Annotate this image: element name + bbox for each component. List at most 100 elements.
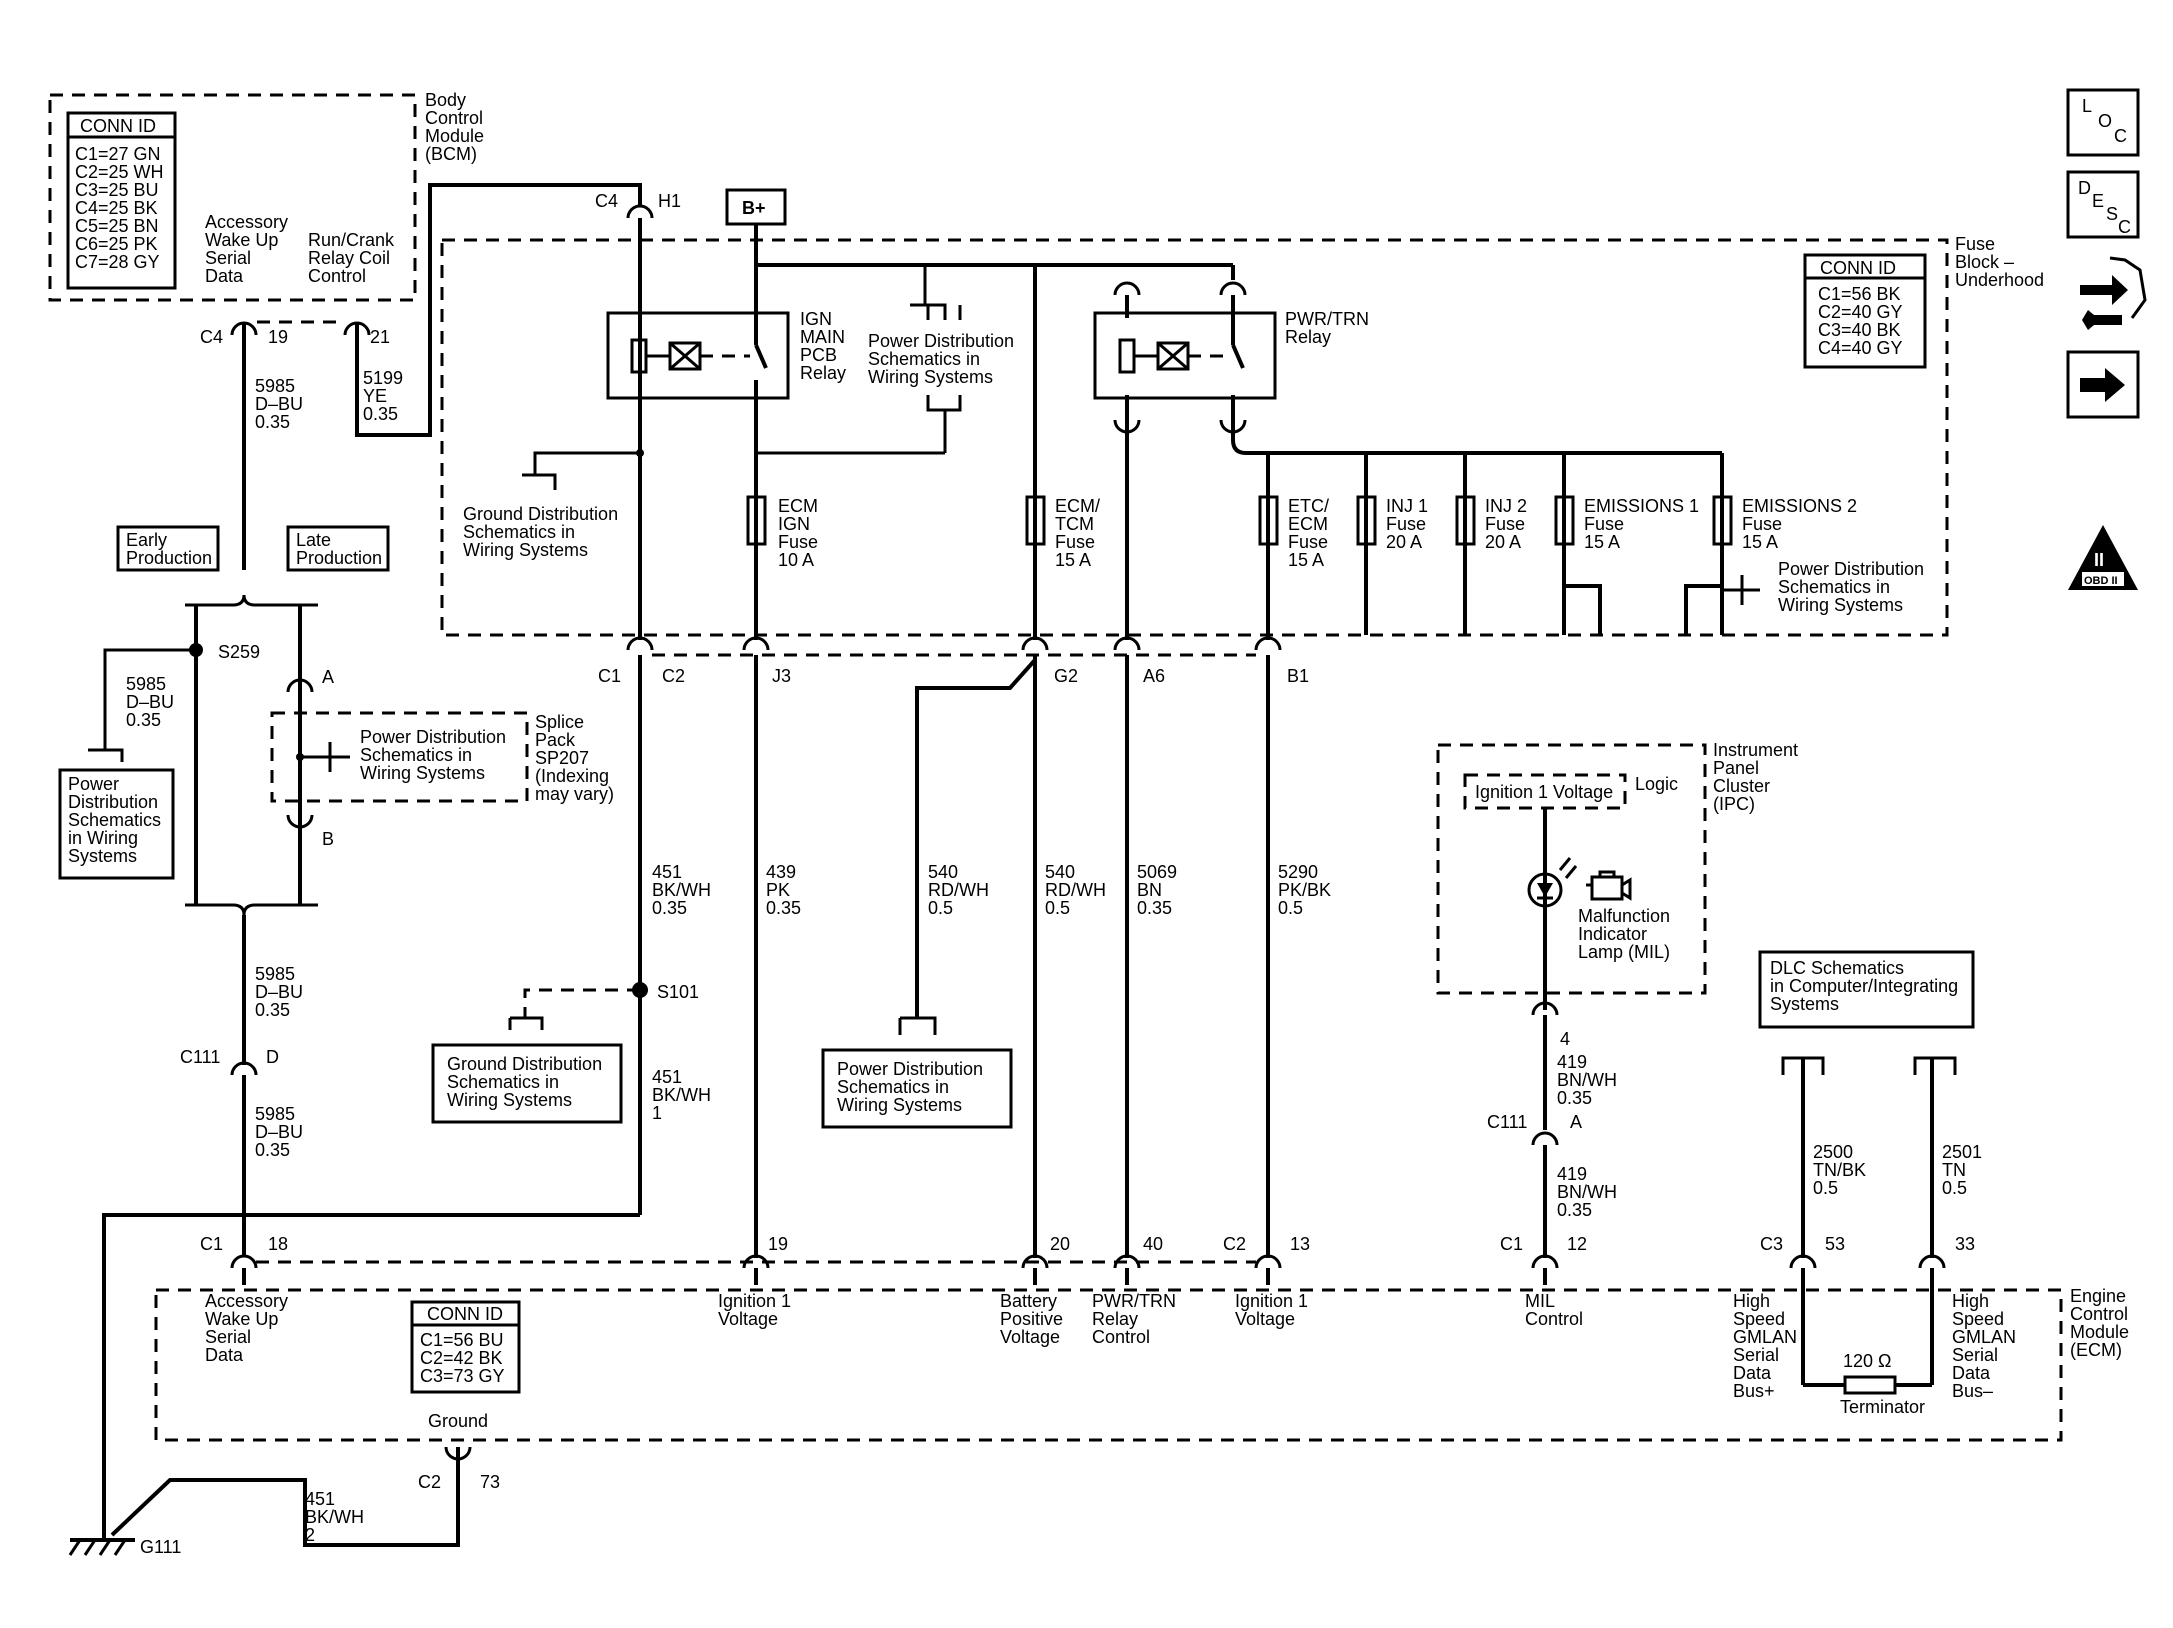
fb-pin-c1: C1 — [598, 666, 621, 686]
label-59: Indicator — [1578, 924, 1647, 944]
label-115: Serial — [1733, 1345, 1779, 1365]
terminator-label: Terminator — [1840, 1397, 1925, 1417]
label-114: GMLAN — [1733, 1327, 1797, 1347]
label-111: Control — [1525, 1309, 1583, 1329]
power-dist-left-box — [58, 768, 175, 880]
label-58: Malfunction — [1578, 906, 1670, 926]
label-117: Bus+ — [1733, 1381, 1775, 1401]
c111-left-label: C111 — [180, 1047, 220, 1067]
fb-c4-label: C4 — [595, 191, 618, 211]
bcm-name: Body — [425, 90, 466, 110]
fuse-inj2-label: INJ 2 — [1485, 496, 1527, 516]
fuse-inj2-label-3: 20 A — [1485, 532, 1521, 552]
mil-lamp — [1527, 872, 1563, 908]
bcm-conn-c3: C3=25 BU — [75, 180, 159, 200]
fuse-block-name-2: Block – — [1955, 252, 2014, 272]
label-27: 451 — [652, 862, 682, 882]
fuse-ecm-tcm — [1025, 495, 1046, 546]
label-112: High — [1733, 1291, 1770, 1311]
bcm-pin-run-label-3: Control — [308, 266, 366, 286]
label-25: D–BU — [255, 1122, 303, 1142]
label-122: Data — [1952, 1363, 1991, 1383]
wire-5985a-label-3: 0.35 — [255, 412, 290, 432]
label-132: C — [2114, 126, 2127, 146]
label-33: 451 — [652, 1067, 682, 1087]
fuse-emissions1-label: EMISSIONS 1 — [1584, 496, 1699, 516]
fuse-etc-ecm — [1258, 495, 1279, 546]
label-21: 5985 — [255, 964, 295, 984]
bcm-pin-acc-label-2: Wake Up — [205, 230, 278, 250]
label-90: 53 — [1825, 1234, 1845, 1254]
label-99: C3=73 GY — [420, 1366, 505, 1386]
label-46: RD/WH — [1045, 880, 1106, 900]
label-54: Instrument — [1713, 740, 1798, 760]
label-131: O — [2098, 111, 2112, 131]
splice-s101-label: S101 — [657, 982, 699, 1002]
label-64: 419 — [1557, 1164, 1587, 1184]
bcm-name-4: (BCM) — [425, 144, 477, 164]
bcm-conn-c5: C5=25 BN — [75, 216, 159, 236]
engine-control-module: Engine Control Module (ECM) 120 Ω Termin… — [154, 1234, 2129, 1492]
dlc-schematics-box — [1758, 950, 1975, 1029]
label-83: 20 — [1050, 1234, 1070, 1254]
fb-ground-dist-ref-3: Wiring Systems — [463, 540, 588, 560]
arrow-right-icon[interactable] — [2066, 350, 2140, 419]
label-73: 2501 — [1942, 1142, 1982, 1162]
bcm-pin-acc-label-4: Data — [205, 266, 244, 286]
fuse-block-name-3: Underhood — [1955, 270, 2044, 290]
label-69: Systems — [1770, 994, 1839, 1014]
instrument-panel-cluster: Instrument Panel Cluster (IPC) Ignition … — [1436, 740, 1798, 1016]
fuse-emissions2-label: EMISSIONS 2 — [1742, 496, 1857, 516]
label-17: Pack — [535, 730, 576, 750]
bcm-pin-run-label: Run/Crank — [308, 230, 395, 250]
label-38: 0.35 — [766, 898, 801, 918]
ipc-logic-label: Logic — [1635, 774, 1678, 794]
label-97: C1=56 BU — [420, 1330, 504, 1350]
label-92: Accessory — [205, 1291, 288, 1311]
label-34: BK/WH — [652, 1085, 711, 1105]
ign-relay-label-4: Relay — [800, 363, 846, 383]
label-57: (IPC) — [1713, 794, 1755, 814]
label-39: Power Distribution — [837, 1059, 983, 1079]
pwr-relay-label-2: Relay — [1285, 327, 1331, 347]
bcm-conn-c4: C4=25 BK — [75, 198, 158, 218]
label-103: Positive — [1000, 1309, 1063, 1329]
loc-icon[interactable]: L O C — [2066, 88, 2140, 157]
bcm-c4-label: C4 — [200, 327, 223, 347]
fuse-etc-ecm-label: ETC/ — [1288, 496, 1329, 516]
label-62: BN/WH — [1557, 1070, 1617, 1090]
label-40: Schematics in — [837, 1077, 949, 1097]
label-50: 0.35 — [1137, 898, 1172, 918]
fuse-ecm-tcm-label-2: TCM — [1055, 514, 1094, 534]
fuse-block-conn-3: C3=40 BK — [1818, 320, 1901, 340]
bcm-module: CONN ID C1=27 GN C2=25 WH C3=25 BU C4=25… — [48, 90, 484, 347]
label-8: Power — [68, 774, 119, 794]
fuse-inj1-label: INJ 1 — [1386, 496, 1428, 516]
label-68: in Computer/Integrating — [1770, 976, 1958, 996]
pwr-trn-relay — [1093, 311, 1277, 400]
label-5: 5985 — [126, 674, 166, 694]
label-119: Speed — [1952, 1309, 2004, 1329]
label-118: High — [1952, 1291, 1989, 1311]
fb-power-dist-ref-2-2: Schematics in — [1778, 577, 1890, 597]
fb-ground-dist-ref: Ground Distribution — [463, 504, 618, 524]
label-22: D–BU — [255, 982, 303, 1002]
label-113: Speed — [1733, 1309, 1785, 1329]
label-71: TN/BK — [1813, 1160, 1866, 1180]
wire-5199-label-2: YE — [363, 386, 387, 406]
label-109: Voltage — [1235, 1309, 1295, 1329]
ign-relay-label-3: PCB — [800, 345, 837, 365]
engine-icon — [1586, 870, 1632, 901]
label-45: 540 — [1045, 862, 1075, 882]
fuse-block-name: Fuse — [1955, 234, 1995, 254]
fuse-emissions2-label-2: Fuse — [1742, 514, 1782, 534]
troubleshoot-icon[interactable] — [2080, 256, 2147, 330]
label-81: 18 — [268, 1234, 288, 1254]
label-53: 0.5 — [1278, 898, 1303, 918]
label-100: Ignition 1 — [718, 1291, 791, 1311]
ign-relay-label-2: MAIN — [800, 327, 845, 347]
desc-icon[interactable]: D E S C — [2066, 170, 2140, 239]
label-135: S — [2106, 204, 2118, 224]
label-2: Production — [126, 548, 212, 568]
